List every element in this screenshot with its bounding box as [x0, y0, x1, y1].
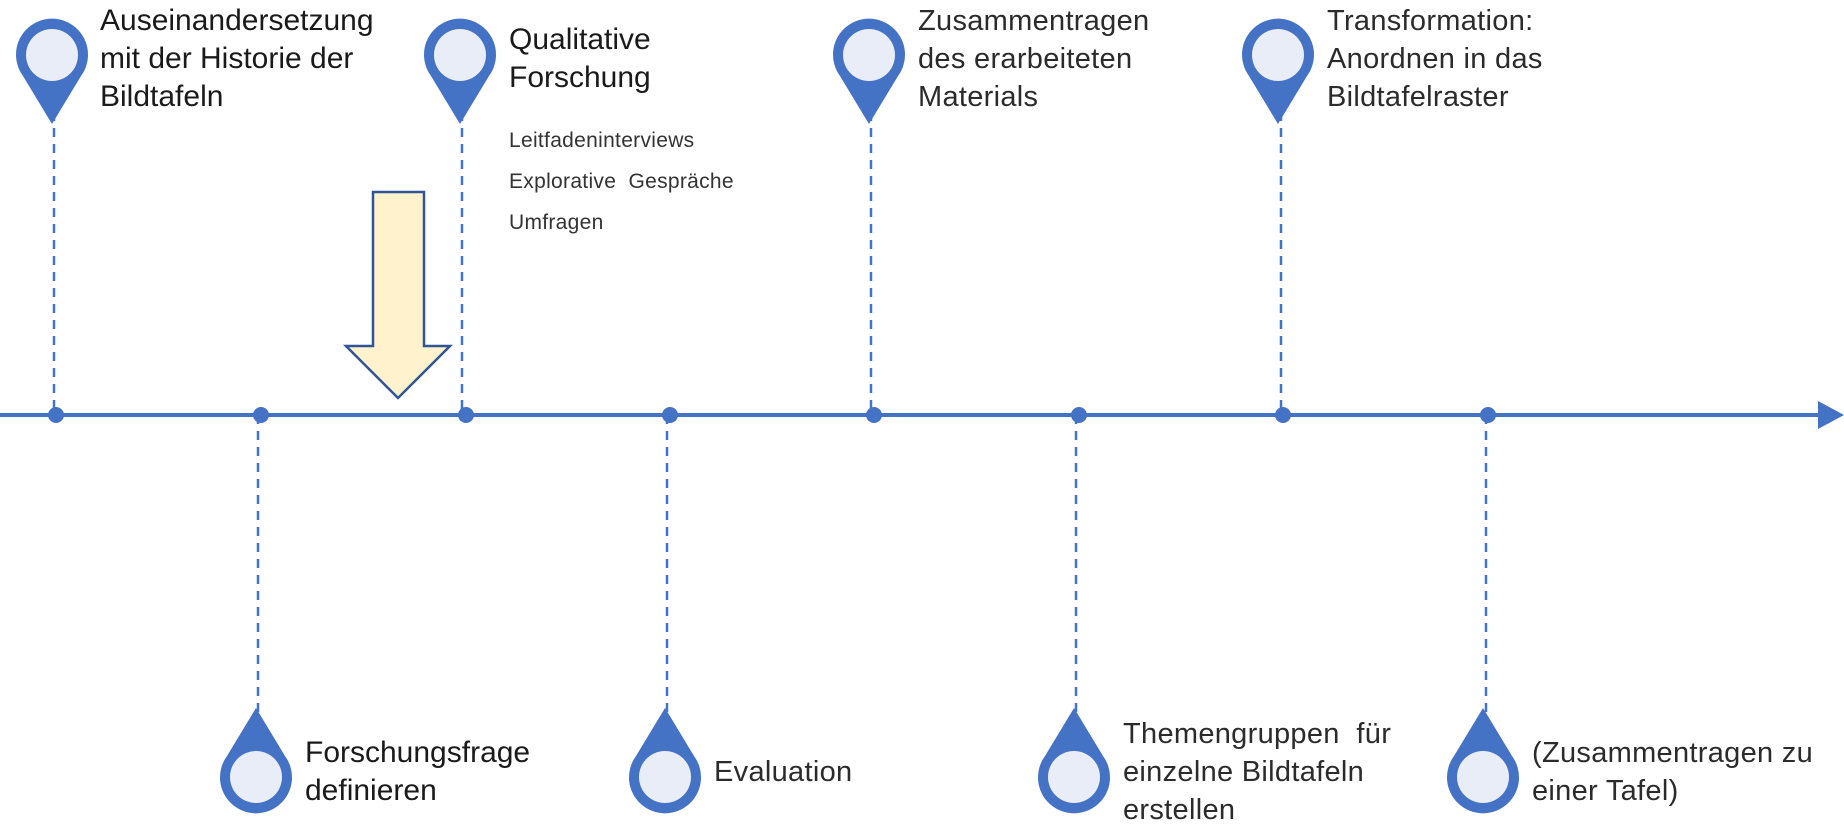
- axis-dot: [1071, 407, 1087, 423]
- axis-dot: [253, 407, 269, 423]
- location-pin-icon: [1038, 708, 1110, 814]
- axis-dot: [48, 407, 64, 423]
- axis-dot: [1480, 407, 1496, 423]
- axis-dot: [662, 407, 678, 423]
- event-label-themengruppen: Themengruppen für einzelne Bildtafeln er…: [1123, 718, 1392, 826]
- location-pin-icon: [1447, 708, 1519, 814]
- event-label-forschungsfrage: Forschungsfrage definieren: [305, 736, 531, 807]
- method-item: Explorative Gespräche: [509, 170, 734, 193]
- location-pin-icon: [16, 18, 89, 124]
- axis-arrowhead-icon: [1818, 401, 1844, 429]
- qualitative-method-list: Leitfadeninterviews Explorative Gespräch…: [509, 120, 734, 243]
- location-pin-icon: [1242, 18, 1314, 124]
- event-label-zusammentragen: Zusammentragen des erarbeiteten Material…: [918, 5, 1150, 113]
- location-pin-icon: [629, 708, 701, 814]
- event-label-transformation: Transformation: Anordnen in das Bildtafe…: [1327, 5, 1543, 113]
- event-label-qualitative: Qualitative Forschung: [509, 23, 651, 94]
- location-pin-icon: [833, 18, 905, 124]
- location-pin-icon: [220, 708, 292, 814]
- event-label-tafel: (Zusammentragen zu einer Tafel): [1532, 737, 1814, 807]
- axis-dot: [866, 407, 882, 423]
- method-item: Umfragen: [509, 211, 604, 234]
- location-pin-icon: [424, 18, 496, 124]
- down-arrow-icon: [342, 190, 454, 400]
- method-item: Leitfadeninterviews: [509, 129, 695, 152]
- event-label-historie: Auseinandersetzung mit der Historie der …: [100, 4, 374, 113]
- axis-dot: [1275, 407, 1291, 423]
- axis-dot: [458, 407, 474, 423]
- event-label-evaluation: Evaluation: [714, 756, 853, 788]
